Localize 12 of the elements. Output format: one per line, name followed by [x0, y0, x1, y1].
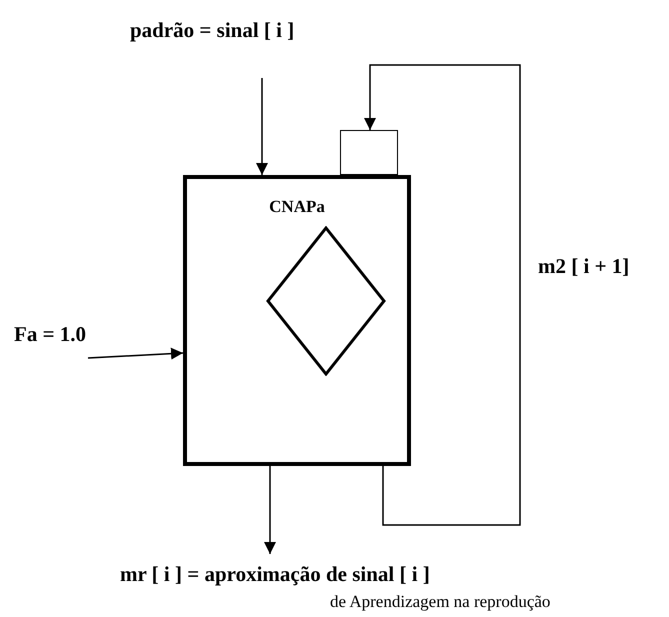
- process-box: [183, 175, 411, 466]
- output-label: mr [ i ] = aproximação de sinal [ i ]: [120, 562, 431, 587]
- caption-text: de Aprendizagem na reprodução: [330, 592, 550, 612]
- small-box: [340, 130, 398, 175]
- arrow: [364, 64, 521, 526]
- arrow: [264, 466, 276, 554]
- decision-diamond: [266, 226, 386, 376]
- arrow: [88, 348, 184, 360]
- input-label: Fa = 1.0: [14, 322, 88, 347]
- arrow: [256, 78, 268, 175]
- input-label: padrão = sinal [ i ]: [130, 18, 296, 43]
- box-title: CNAPa: [268, 197, 326, 217]
